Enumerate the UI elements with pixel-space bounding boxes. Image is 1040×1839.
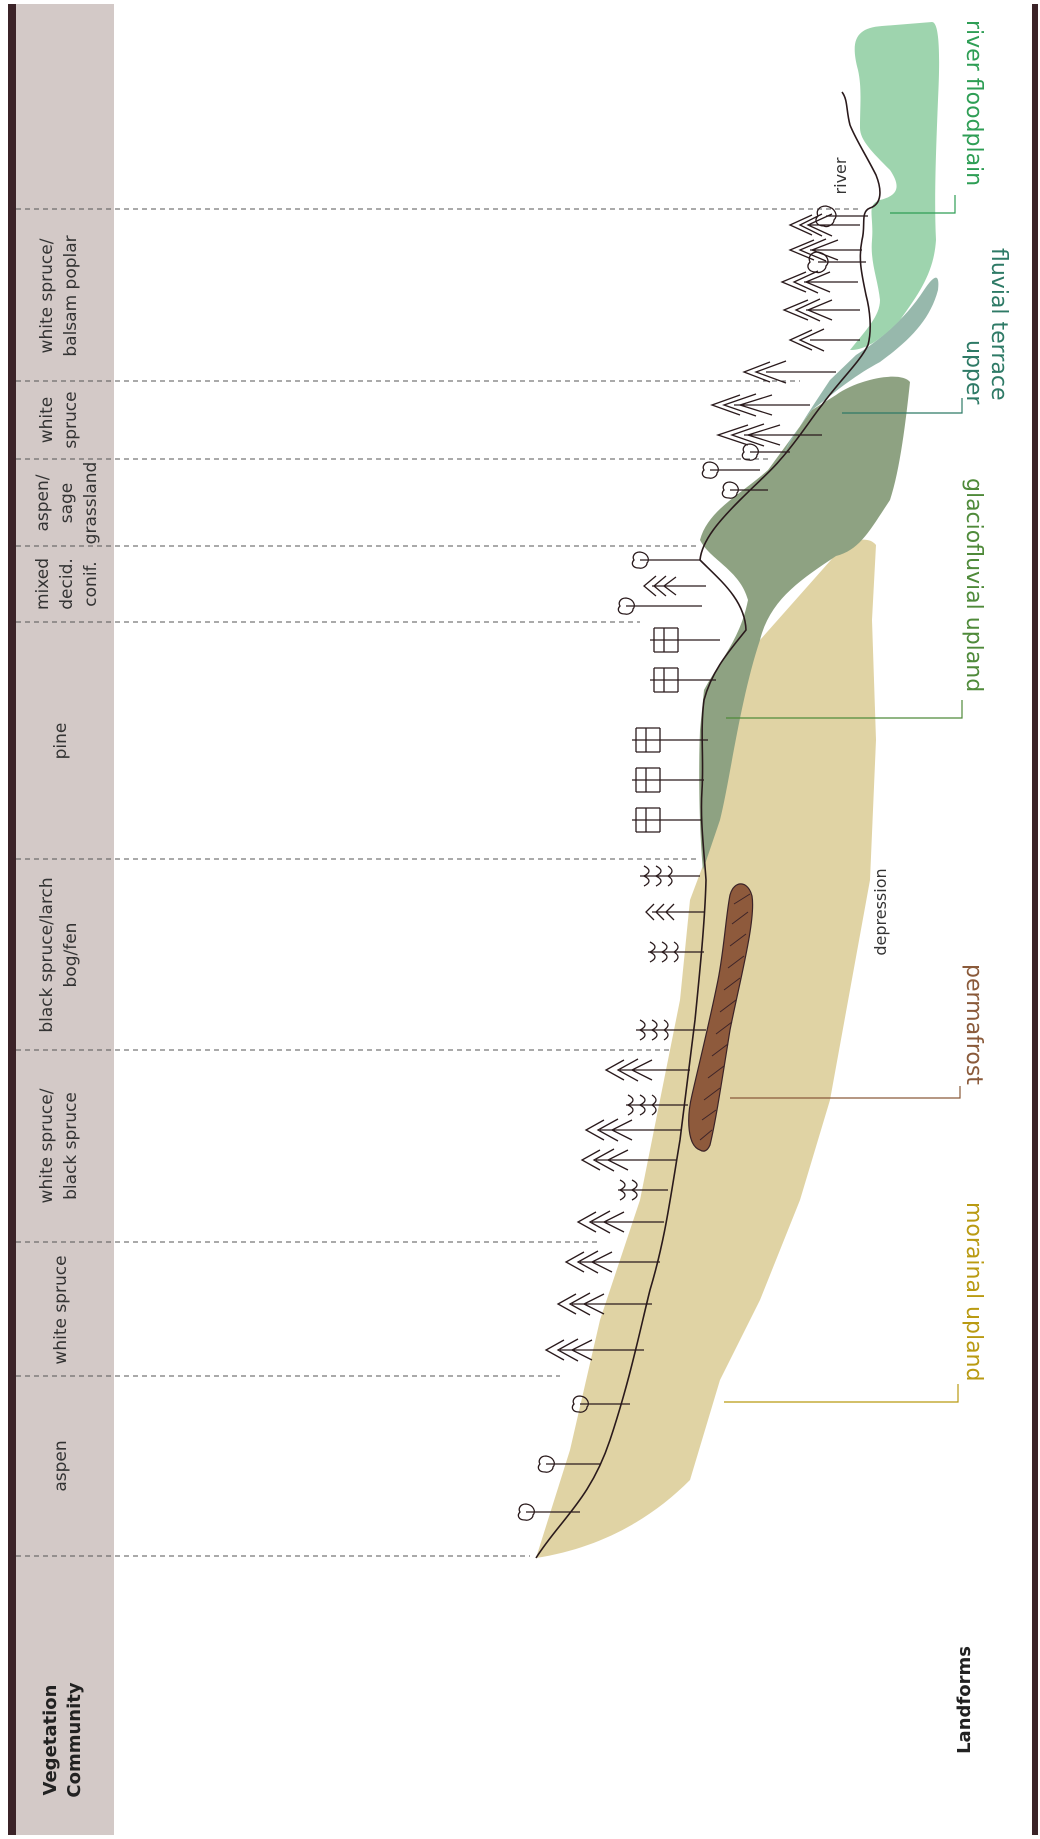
tree-icon: [576, 1210, 664, 1234]
veg-label-7a: white spruce: [51, 1255, 71, 1364]
tree-icon: [618, 1179, 668, 1201]
veg-label-5b: bog/fen: [61, 923, 81, 988]
tree-icon: [710, 393, 810, 417]
tree-icon: [742, 360, 836, 384]
right-border-bar: [1032, 4, 1038, 1835]
veg-label-4a: pine: [51, 723, 71, 760]
tree-icon: [788, 238, 862, 262]
glaciofluvial-upland-label: glaciofluvial upland: [961, 478, 986, 692]
vegetation-header-line2: Community: [64, 1682, 85, 1797]
ground-surface-line: [535, 91, 881, 1559]
morainal-upland-label: morainal upland: [961, 1202, 986, 1381]
upper-fluvial-terrace-leader: [842, 398, 963, 414]
permafrost-lens-shape: [688, 883, 754, 1152]
veg-label-1a: white: [37, 397, 57, 444]
depression-annotation: depression: [871, 868, 890, 955]
left-border-bar: [8, 4, 16, 1835]
tree-icon: [741, 443, 790, 461]
tree-icon: [715, 423, 822, 447]
tree-icon: [788, 328, 860, 352]
veg-label-2a: aspen/: [33, 474, 53, 531]
upper-fluvial-terrace-shape: [776, 277, 939, 470]
river-floodplain-leader: [890, 195, 956, 214]
tree-icon: [584, 1118, 682, 1142]
tree-icon: [636, 1019, 706, 1041]
tree-icon: [604, 1058, 690, 1082]
tree-icon: [650, 667, 716, 693]
tree-icon: [701, 461, 760, 479]
tree-icon: [517, 1503, 580, 1521]
permafrost-leader: [730, 1086, 961, 1099]
morainal-upland-leader: [724, 1384, 959, 1403]
veg-label-5a: black spruce/larch: [37, 877, 57, 1032]
tree-icon: [537, 1455, 600, 1473]
veg-label-6b: black spruce: [61, 1092, 81, 1200]
veg-label-3c: conif.: [81, 561, 101, 606]
zone-boundaries: [16, 208, 860, 1557]
tree-icon: [642, 575, 706, 597]
tree-icon: [807, 251, 866, 274]
landform-labels: river floodplain upper fluvial terrace g…: [961, 20, 1011, 1381]
vegetation-sidebar: [16, 4, 114, 1835]
tree-icon: [556, 1292, 652, 1316]
tree-icon: [782, 298, 860, 322]
tree-icon: [632, 807, 702, 833]
tree-icon: [580, 1148, 676, 1172]
veg-label-3a: mixed: [33, 558, 53, 610]
upper-fluvial-terrace-label-2: fluvial terrace: [986, 248, 1011, 401]
landforms-header: Landforms: [954, 1646, 975, 1754]
river-floodplain-shape: [850, 22, 940, 350]
tree-icon: [721, 481, 768, 499]
tree-icon: [571, 1395, 630, 1413]
veg-label-8a: aspen: [51, 1440, 71, 1491]
tree-icon: [645, 903, 704, 921]
veg-label-6a: white spruce/: [37, 1088, 57, 1203]
river-floodplain-label: river floodplain: [961, 20, 986, 186]
tree-icon: [626, 1094, 688, 1116]
permafrost-label: permafrost: [961, 964, 986, 1085]
tree-icon: [617, 597, 702, 615]
upper-fluvial-terrace-label-1: upper: [961, 340, 986, 405]
river-annotation: river: [831, 157, 850, 194]
trees: [517, 205, 868, 1521]
tree-icon: [640, 865, 700, 887]
tree-icon: [648, 941, 704, 963]
glaciofluvial-upland-leader: [726, 700, 963, 719]
tree-icon: [780, 270, 858, 294]
tree-icon: [632, 767, 704, 793]
veg-label-3b: decid.: [57, 558, 77, 610]
tree-icon: [815, 205, 868, 228]
veg-label-0b: balsam poplar: [61, 235, 81, 356]
glaciofluvial-upland-shape: [699, 376, 910, 870]
tree-icon: [788, 213, 860, 237]
tree-icon: [564, 1250, 660, 1274]
vegetation-header-line1: Vegetation: [40, 1685, 61, 1796]
vegetation-labels: white spruce/ balsam poplar white spruce…: [33, 235, 101, 1491]
veg-label-2b: sage: [57, 483, 77, 524]
leader-lines: [724, 195, 963, 1403]
veg-label-0a: white spruce/: [37, 238, 57, 353]
veg-label-2c: grassland: [81, 462, 101, 545]
veg-label-1b: spruce: [61, 391, 81, 448]
tree-icon: [544, 1338, 644, 1362]
tree-icon: [650, 627, 720, 653]
tree-icon: [631, 551, 700, 569]
permafrost-hatching: [699, 893, 751, 1141]
tree-icon: [632, 727, 708, 753]
